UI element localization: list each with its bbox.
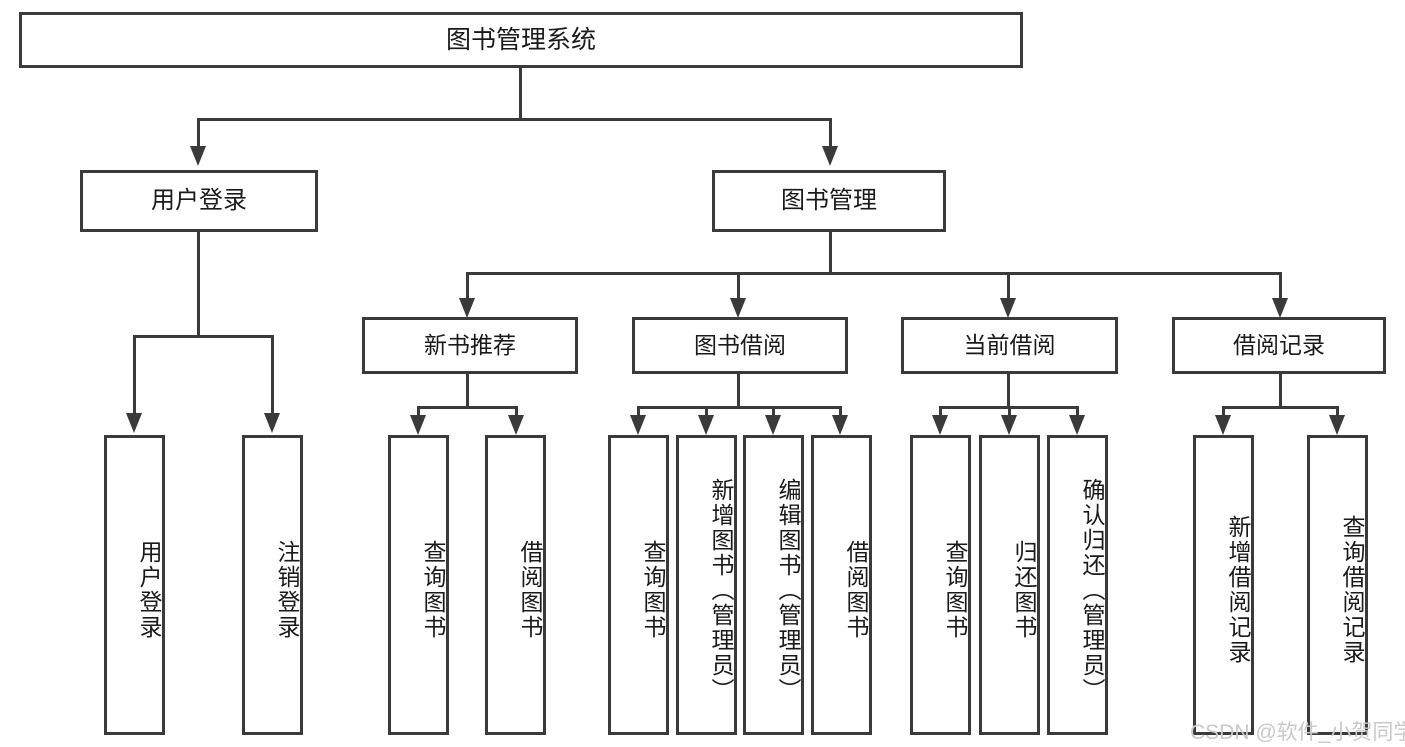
edge-book-mgmt-to-borrow: [737, 272, 740, 300]
node-label: 确认归还（管理员）: [1079, 477, 1105, 703]
edge-new-book-bus: [417, 406, 518, 409]
edge-book-mgmt-to-current: [1007, 272, 1010, 300]
node-label: 新增图书（管理员）: [708, 477, 734, 703]
node-label: 归还图书: [1011, 540, 1037, 640]
edge-user-login-to-leaf-1: [133, 335, 136, 415]
arrowhead-book-borrow-to-leaf-3: [765, 415, 781, 435]
edge-book-mgmt-to-records: [1279, 272, 1282, 300]
node-label: 用户登录: [136, 540, 162, 640]
node-book-borrow[interactable]: 图书借阅: [632, 317, 848, 374]
edge-borrow-records-stem: [1279, 374, 1282, 408]
node-label: 新书推荐: [424, 332, 516, 359]
edge-book-borrow-to-leaf-1: [637, 406, 640, 418]
edge-root-to-user-login: [197, 118, 200, 148]
arrowhead-book-mgmt-to-records: [1272, 298, 1288, 318]
edge-root-bus: [197, 118, 831, 121]
arrowhead-book-borrow-to-leaf-4: [832, 415, 848, 435]
leaf-user-login[interactable]: 用户登录: [104, 435, 165, 735]
arrowhead-current-borrow-to-leaf-3: [1069, 415, 1085, 435]
arrowhead-book-mgmt-to-borrow: [730, 298, 746, 318]
arrowhead-borrow-records-to-leaf-2: [1329, 415, 1345, 435]
edge-current-borrow-stem: [1007, 374, 1010, 408]
node-label: 当前借阅: [963, 332, 1056, 359]
leaf-query-book-recommend[interactable]: 查询图书: [388, 435, 449, 735]
edge-user-login-to-leaf-2: [271, 335, 274, 415]
node-borrow-records[interactable]: 借阅记录: [1172, 317, 1386, 374]
node-label: 查询借阅记录: [1339, 515, 1365, 665]
node-label: 新增借阅记录: [1225, 515, 1251, 665]
edge-current-borrow-to-leaf-2: [1008, 406, 1011, 418]
leaf-logout[interactable]: 注销登录: [242, 435, 303, 735]
edge-book-borrow-stem: [737, 374, 740, 408]
edge-book-borrow-to-leaf-4: [839, 406, 842, 418]
node-current-borrow[interactable]: 当前借阅: [901, 317, 1118, 374]
edge-borrow-records-to-leaf-1: [1222, 406, 1225, 418]
edge-new-book-stem: [466, 374, 469, 408]
arrowhead-current-borrow-to-leaf-2: [1001, 415, 1017, 435]
arrowhead-book-borrow-to-leaf-2: [698, 415, 714, 435]
leaf-add-book-admin[interactable]: 新增图书（管理员）: [676, 435, 737, 735]
edge-root-to-book-mgmt: [829, 118, 832, 148]
node-label: 图书借阅: [694, 332, 786, 359]
edge-current-borrow-to-leaf-1: [939, 406, 942, 418]
leaf-confirm-return-admin[interactable]: 确认归还（管理员）: [1047, 435, 1108, 735]
edge-book-mgmt-to-new-book: [466, 272, 469, 300]
node-label: 编辑图书（管理员）: [775, 477, 801, 703]
edge-borrow-records-bus: [1222, 406, 1339, 409]
node-label: 图书管理: [781, 187, 877, 215]
edge-new-book-to-leaf-1: [417, 406, 420, 418]
node-label: 用户登录: [151, 187, 247, 215]
node-root-system[interactable]: 图书管理系统: [19, 12, 1023, 68]
leaf-query-book-borrow[interactable]: 查询图书: [608, 435, 669, 735]
node-label: 查询图书: [942, 540, 968, 640]
leaf-add-borrow-record[interactable]: 新增借阅记录: [1193, 435, 1254, 735]
edge-user-login-stem: [197, 232, 200, 337]
leaf-return-book[interactable]: 归还图书: [979, 435, 1040, 735]
node-new-book-recommend[interactable]: 新书推荐: [362, 317, 578, 374]
node-book-management[interactable]: 图书管理: [712, 170, 946, 232]
edge-book-mgmt-stem: [829, 232, 832, 274]
node-label: 借阅图书: [517, 540, 543, 640]
arrowhead-root-to-user-login: [190, 146, 206, 166]
leaf-borrow-book[interactable]: 借阅图书: [811, 435, 872, 735]
leaf-borrow-book-recommend[interactable]: 借阅图书: [485, 435, 546, 735]
arrowhead-book-mgmt-to-current: [1000, 298, 1016, 318]
arrowhead-new-book-to-leaf-1: [410, 415, 426, 435]
edge-new-book-to-leaf-2: [515, 406, 518, 418]
node-label: 注销登录: [274, 540, 300, 640]
arrowhead-new-book-to-leaf-2: [508, 415, 524, 435]
arrowhead-current-borrow-to-leaf-1: [932, 415, 948, 435]
arrowhead-book-mgmt-to-new-book: [459, 298, 475, 318]
edge-book-borrow-to-leaf-2: [705, 406, 708, 418]
edge-user-login-bus: [133, 335, 274, 338]
arrowhead-borrow-records-to-leaf-1: [1215, 415, 1231, 435]
arrowhead-user-login-to-leaf-2: [264, 413, 280, 433]
edge-current-borrow-to-leaf-3: [1076, 406, 1079, 418]
arrowhead-book-borrow-to-leaf-1: [630, 415, 646, 435]
edge-book-borrow-to-leaf-3: [772, 406, 775, 418]
edge-book-borrow-bus: [637, 406, 842, 409]
leaf-edit-book-admin[interactable]: 编辑图书（管理员）: [743, 435, 804, 735]
node-label: 查询图书: [420, 540, 446, 640]
leaf-query-book-current[interactable]: 查询图书: [910, 435, 971, 735]
node-user-login[interactable]: 用户登录: [80, 170, 318, 232]
node-label: 借阅图书: [843, 540, 869, 640]
edge-book-mgmt-bus: [466, 272, 1279, 275]
edge-root-stem: [519, 68, 522, 120]
leaf-query-borrow-record[interactable]: 查询借阅记录: [1307, 435, 1368, 735]
arrowhead-user-login-to-leaf-1: [126, 413, 142, 433]
arrowhead-root-to-book-mgmt: [822, 146, 838, 166]
node-label: 借阅记录: [1233, 332, 1325, 359]
node-label: 图书管理系统: [445, 25, 596, 54]
edge-borrow-records-to-leaf-2: [1336, 406, 1339, 418]
node-label: 查询图书: [640, 540, 666, 640]
